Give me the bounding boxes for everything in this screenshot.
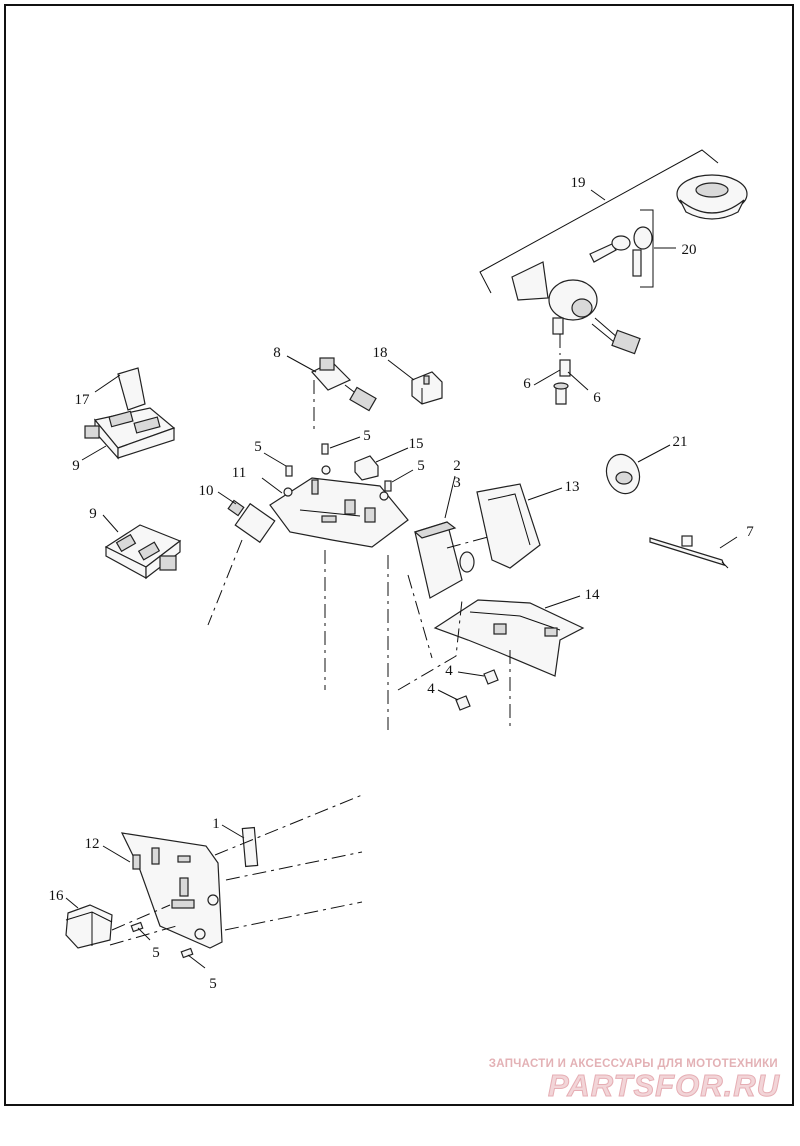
- leader-lines: [65, 189, 738, 969]
- callout-7: 7: [746, 524, 754, 540]
- callout-21: 21: [673, 434, 688, 450]
- connector-clip: [354, 455, 379, 481]
- fasteners: [455, 669, 499, 711]
- control-module-upper: [84, 367, 176, 460]
- callout-5-d: 5: [152, 945, 160, 961]
- callout-2: 2: [453, 458, 461, 474]
- lower-module: [65, 904, 113, 949]
- diagram-frame: [4, 4, 794, 1106]
- callout-17: 17: [75, 392, 91, 408]
- callout-9-lower: 9: [89, 506, 97, 522]
- callout-4-upper: 4: [445, 663, 453, 679]
- lower-bracket: [120, 826, 259, 949]
- callout-9-upper: 9: [72, 458, 80, 474]
- mounting-plate: [269, 465, 409, 548]
- callout-6-left: 6: [523, 376, 531, 392]
- callout-15: 15: [409, 436, 424, 452]
- cover: [476, 483, 541, 569]
- ignition-switch-assembly: [479, 149, 748, 405]
- callout-5-c: 5: [417, 458, 425, 474]
- watermark: ЗАПЧАСТИ И АКСЕССУАРЫ ДЛЯ МОТОТЕХНИКИ PA…: [489, 1058, 781, 1104]
- callout-1: 1: [212, 816, 220, 832]
- callout-14: 14: [585, 587, 601, 603]
- callout-8: 8: [273, 345, 281, 361]
- callout-11: 11: [232, 465, 246, 481]
- callout-10: 10: [199, 483, 214, 499]
- callout-12: 12: [85, 836, 100, 852]
- callout-labels: 19 20 6 6 21 7 8 18 17 9 9 10 11 5 5 15 …: [49, 175, 755, 992]
- bracket-rod: [649, 535, 729, 569]
- relay-connector: [311, 357, 377, 430]
- screws: [130, 443, 392, 959]
- watermark-logo: PARTSFOR.RU: [548, 1068, 781, 1103]
- callout-18: 18: [373, 345, 388, 361]
- relay: [411, 371, 443, 405]
- callout-6-right: 6: [593, 390, 601, 406]
- assembly-lines-upper: [324, 536, 511, 730]
- callout-5-e: 5: [209, 976, 217, 992]
- switch: [207, 499, 276, 626]
- control-module-lower: [104, 524, 182, 580]
- callout-5-b: 5: [363, 428, 371, 444]
- callout-20: 20: [682, 242, 697, 258]
- housing: [413, 521, 475, 599]
- watermark-tagline: ЗАПЧАСТИ И АКСЕССУАРЫ ДЛЯ МОТОТЕХНИКИ: [489, 1058, 778, 1070]
- callout-16: 16: [49, 888, 65, 904]
- callout-5-a: 5: [254, 439, 262, 455]
- key-fob: [605, 453, 641, 495]
- callout-13: 13: [565, 479, 580, 495]
- callout-3: 3: [453, 475, 461, 491]
- tray: [433, 599, 585, 677]
- callout-19: 19: [571, 175, 586, 191]
- callout-4-lower: 4: [427, 681, 435, 697]
